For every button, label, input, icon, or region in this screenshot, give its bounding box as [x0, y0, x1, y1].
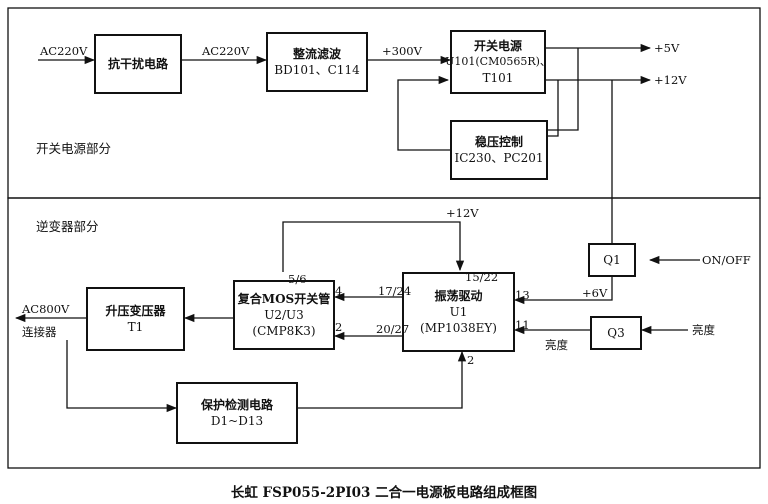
- switch-psu-block: 开关电源 U101(CM0565R)、 T101: [445, 30, 551, 94]
- boost-transformer-block: 升压变压器 T1: [86, 287, 185, 351]
- pin-20-27: 20/27: [376, 322, 410, 336]
- switch-psu-title: 开关电源: [473, 39, 522, 53]
- oscillator-driver-block: 振荡驱动 U1 (MP1038EY): [402, 272, 515, 352]
- rectifier-title: 整流滤波: [292, 47, 341, 61]
- boost-title: 升压变压器: [105, 304, 166, 318]
- boost-part: T1: [127, 320, 144, 334]
- rectifier-parts: BD101、C114: [274, 63, 360, 77]
- figure-caption: 长虹 FSP055-2PI03 二合一电源板电路组成框图: [230, 485, 538, 501]
- regulator-block: 稳压控制 IC230、PC201: [450, 120, 548, 180]
- regulator-title: 稳压控制: [474, 135, 523, 149]
- wire-fb-5v: [548, 48, 579, 131]
- protect-title: 保护检测电路: [200, 398, 273, 412]
- label-plus6v: +6V: [582, 286, 608, 300]
- q1-block: Q1: [588, 243, 636, 277]
- pin-11: 11: [515, 318, 530, 332]
- label-plus12v-bus: +12V: [446, 206, 479, 220]
- mos-switch-block: 复合MOS开关管 U2/U3 (CMP8K3): [233, 280, 335, 350]
- pin-13: 13: [515, 288, 530, 302]
- wire-q1-to-osc: [513, 277, 613, 305]
- mos-part: U2/U3: [264, 308, 304, 322]
- wire-fb-12v: [548, 80, 559, 137]
- osc-part: U1: [449, 305, 468, 319]
- label-plus12v-out: +12V: [654, 73, 687, 87]
- q3-label: Q3: [607, 326, 625, 340]
- osc-model: (MP1038EY): [420, 321, 497, 335]
- wire-12v-bus: [282, 221, 465, 272]
- pin-4: 4: [335, 284, 343, 298]
- rectifier-block: 整流滤波 BD101、C114: [266, 32, 368, 92]
- label-plus300v: +300V: [382, 44, 422, 58]
- q3-block: Q3: [590, 316, 642, 350]
- wire-protect-out: [298, 350, 467, 409]
- mos-title: 复合MOS开关管: [237, 292, 331, 306]
- label-brightness-in: 亮度: [692, 323, 715, 337]
- mos-model: (CMP8K3): [252, 324, 316, 338]
- pin-15-22: 15/22: [465, 270, 499, 284]
- label-on-off: ON/OFF: [702, 253, 751, 267]
- pin-2-osc: 2: [467, 353, 475, 367]
- wire-regulator-feedback: [397, 75, 450, 151]
- regulator-parts: IC230、PC201: [454, 151, 544, 165]
- label-plus5v: +5V: [654, 41, 680, 55]
- pin-2-mos: 2: [335, 320, 343, 334]
- osc-title: 振荡驱动: [434, 289, 483, 303]
- section-frame-inverter: [7, 197, 761, 469]
- q1-label: Q1: [603, 253, 621, 267]
- label-ac220-mid: AC220V: [202, 44, 250, 58]
- section-label-power: 开关电源部分: [36, 141, 112, 156]
- anti-interference-block: 抗干扰电路: [94, 34, 182, 94]
- section-label-inverter: 逆变器部分: [36, 219, 99, 234]
- wire-protect-in: [66, 340, 178, 413]
- protection-detect-block: 保护检测电路 D1~D13: [176, 382, 298, 444]
- anti-interference-title: 抗干扰电路: [107, 57, 168, 71]
- protect-parts: D1~D13: [210, 414, 264, 428]
- label-ac220-in: AC220V: [40, 44, 88, 58]
- pin-5-6: 5/6: [288, 272, 307, 286]
- pin-17-24: 17/24: [378, 284, 412, 298]
- label-connector: 连接器: [22, 325, 57, 339]
- label-ac800v: AC800V: [22, 302, 70, 316]
- label-brightness-pin: 亮度: [545, 338, 568, 352]
- switch-psu-transformer: T101: [482, 71, 514, 85]
- switch-psu-ic: U101(CM0565R)、: [445, 55, 551, 68]
